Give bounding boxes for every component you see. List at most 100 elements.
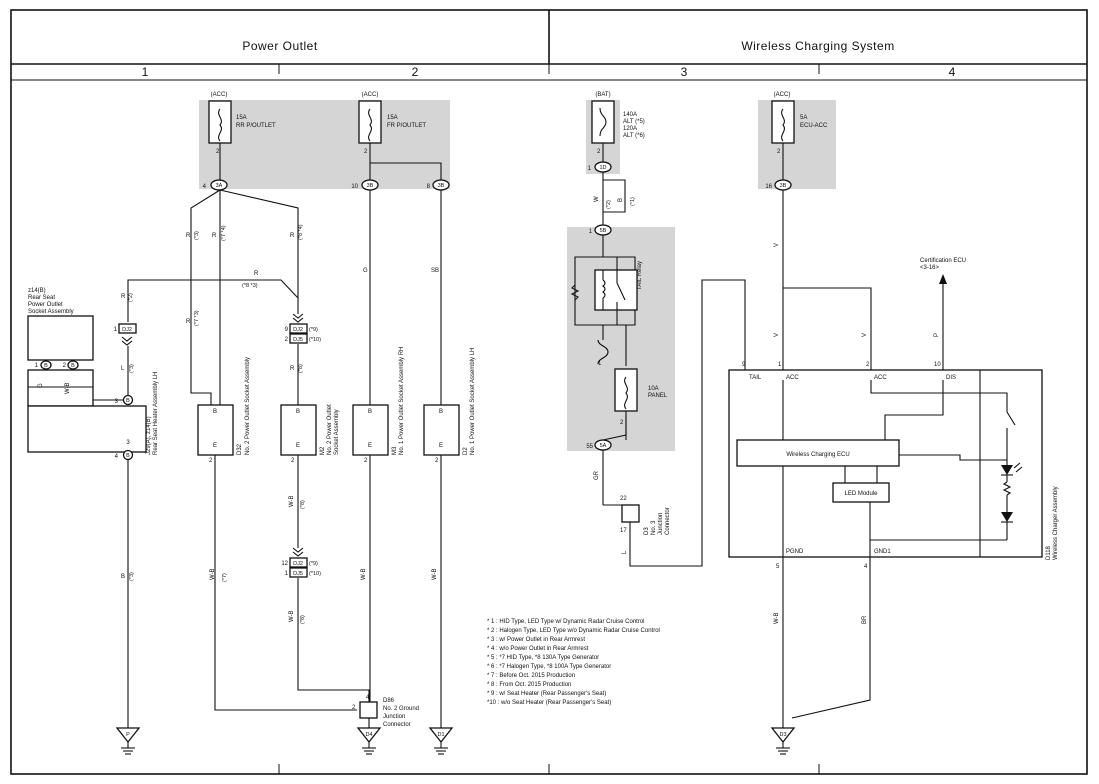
svg-text:L: L: [622, 550, 628, 554]
svg-text:ACC: ACC: [786, 375, 799, 381]
column-number: 2: [412, 65, 419, 79]
junction-connector-d3: 22 17 D3 No. 3 Junction Connector: [620, 496, 671, 535]
svg-text:G: G: [38, 383, 44, 388]
svg-text:120A: 120A: [623, 126, 637, 132]
svg-text:Junction: Junction: [383, 714, 405, 720]
ground-junction-connector-d86: 4 2 D86 No. 2 Ground Junction Connector: [352, 695, 419, 728]
svg-text:1: 1: [285, 571, 289, 577]
svg-text:W-B: W-B: [289, 610, 295, 622]
svg-text:W-B: W-B: [210, 568, 216, 580]
svg-text:R: R: [212, 233, 217, 239]
svg-text:(BAT): (BAT): [595, 92, 610, 98]
svg-text:E: E: [439, 443, 443, 449]
svg-text:1: 1: [778, 362, 782, 368]
svg-text:W-B: W-B: [289, 495, 295, 507]
svg-text:B: B: [44, 363, 48, 369]
svg-text:(*7): (*7): [222, 573, 228, 582]
wire-labels-wireless: W (*2) B (*1) GR L V V V P W-B BR: [594, 196, 940, 624]
svg-text:10A: 10A: [648, 386, 659, 392]
svg-text:(*3): (*3): [194, 231, 200, 240]
power-outlet-socket-m3: B E 2 M3 No. 1 Power Outlet Socket Assem…: [352, 347, 405, 464]
svg-text:15A: 15A: [387, 115, 398, 121]
svg-text:D4: D4: [365, 732, 372, 738]
svg-text:W: W: [594, 196, 600, 202]
svg-text:PGND: PGND: [786, 549, 804, 555]
svg-text:R: R: [290, 233, 295, 239]
svg-text:2: 2: [352, 705, 356, 711]
footnote: *10 : w/o Seat Heater (Rear Passenger's …: [487, 700, 611, 706]
svg-text:3: 3: [126, 440, 130, 446]
svg-text:M3: M3: [392, 446, 398, 455]
svg-text:No. 1 Power Outlet Socket Asse: No. 1 Power Outlet Socket Assembly RH: [399, 347, 405, 455]
svg-text:Wireless Charger Assembly: Wireless Charger Assembly: [1053, 486, 1059, 560]
svg-text:DIS: DIS: [946, 375, 956, 381]
svg-text:Socket Assembly: Socket Assembly: [334, 409, 340, 455]
svg-text:B: B: [618, 198, 624, 202]
svg-text:No. 2 Power Outlet: No. 2 Power Outlet: [327, 404, 333, 455]
svg-text:(*8): (*8): [300, 615, 306, 624]
column-number: 3: [681, 65, 688, 79]
svg-text:E: E: [213, 443, 217, 449]
svg-text:2: 2: [866, 362, 870, 368]
svg-text:R: R: [186, 319, 191, 325]
svg-text:D118: D118: [1046, 545, 1052, 560]
svg-text:17: 17: [620, 528, 627, 534]
svg-text:2: 2: [63, 363, 67, 369]
svg-text:R: R: [254, 271, 259, 277]
svg-text:V: V: [862, 333, 868, 337]
svg-text:R: R: [290, 366, 295, 372]
fuse-ecu-acc: (ACC) 5A ECU-ACC 2: [771, 92, 828, 155]
svg-text:2: 2: [364, 149, 368, 155]
svg-text:4: 4: [115, 454, 119, 460]
fuse-zone: [199, 100, 450, 189]
tail-relay: TAIL Relay: [570, 261, 643, 311]
svg-text:(*9): (*9): [309, 327, 318, 333]
svg-text:5A: 5A: [800, 115, 807, 121]
svg-text:J29(A), z14(B): J29(A), z14(B): [146, 416, 152, 455]
svg-text:(*3): (*3): [129, 364, 135, 373]
svg-text:D32: D32: [237, 443, 243, 455]
svg-text:M2: M2: [320, 446, 326, 455]
svg-text:B: B: [296, 409, 300, 415]
junction-block-zone: [567, 227, 675, 451]
svg-text:5: 5: [776, 564, 780, 570]
footnotes: * 1 : HID Type, LED Type w/ Dynamic Rada…: [487, 619, 660, 706]
svg-text:D1: D1: [437, 732, 444, 738]
footnote: * 7 : Before Oct. 2015 Production: [487, 673, 575, 679]
svg-text:Rear Seat: Rear Seat: [28, 295, 55, 301]
svg-text:8: 8: [427, 184, 431, 190]
svg-text:V: V: [774, 333, 780, 337]
svg-text:Connector: Connector: [665, 507, 671, 535]
svg-text:10: 10: [351, 184, 358, 190]
svg-text:4: 4: [864, 564, 868, 570]
svg-text:LED Module: LED Module: [844, 491, 878, 497]
svg-text:Certification ECU: Certification ECU: [920, 258, 966, 264]
svg-text:(*8): (*8): [298, 364, 304, 373]
svg-text:2: 2: [597, 149, 601, 155]
svg-text:(ACC): (ACC): [774, 92, 791, 98]
svg-text:FR P/OUTLET: FR P/OUTLET: [387, 123, 426, 129]
svg-text:W-B: W-B: [65, 382, 71, 394]
connector-dj2: 1 DJ2: [114, 323, 137, 334]
svg-text:E: E: [296, 443, 300, 449]
svg-text:Rear Seat Heater Assembly LH: Rear Seat Heater Assembly LH: [153, 372, 159, 455]
svg-text:16: 16: [765, 184, 772, 190]
svg-text:2: 2: [285, 337, 289, 343]
svg-text:B: B: [368, 409, 372, 415]
svg-text:DJ2: DJ2: [293, 327, 303, 333]
svg-text:9: 9: [742, 362, 746, 368]
svg-text:2: 2: [777, 149, 781, 155]
svg-text:55: 55: [586, 444, 593, 450]
svg-text:2: 2: [291, 458, 295, 464]
svg-text:TAIL Relay: TAIL Relay: [637, 261, 643, 290]
svg-text:1D: 1D: [599, 165, 606, 171]
svg-text:2: 2: [620, 420, 624, 426]
svg-text:W-B: W-B: [774, 612, 780, 624]
svg-text:(*10): (*10): [309, 571, 321, 577]
power-outlet-socket-m2: B E 2 M2 No. 2 Power Outlet Socket Assem…: [280, 404, 340, 464]
svg-text:No. 2 Power Outlet Socket Asse: No. 2 Power Outlet Socket Assembly: [245, 357, 251, 455]
footnote: * 2 : Halogen Type, LED Type w/o Dynamic…: [487, 628, 660, 634]
certification-ecu-reference: Certification ECU <3-16>: [920, 258, 966, 284]
svg-text:1: 1: [35, 363, 39, 369]
svg-text:4: 4: [203, 184, 207, 190]
